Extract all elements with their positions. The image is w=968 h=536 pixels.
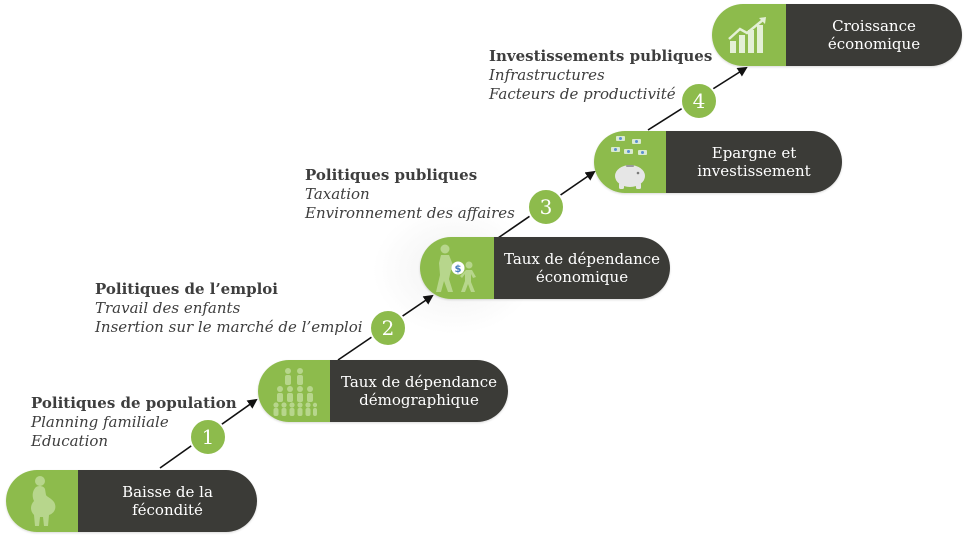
policy-item: Environnement des affaires bbox=[305, 204, 515, 222]
step-number-badge: 2 bbox=[369, 309, 407, 347]
step-fertility-decline: Baisse de la fécondité bbox=[6, 470, 257, 532]
step-label: Croissance économique bbox=[827, 17, 921, 53]
step-demographic-dependency: Taux de dépendance démographique bbox=[258, 360, 508, 422]
policy-public-investment: Investissements publiques Infrastructure… bbox=[489, 47, 712, 104]
step-label-segment: Taux de dépendance économique bbox=[494, 237, 670, 299]
pregnant-woman-icon bbox=[31, 476, 56, 526]
policy-item: Travail des enfants bbox=[95, 299, 241, 317]
policy-population: Politiques de population Planning famili… bbox=[31, 394, 237, 451]
step-icon-segment bbox=[594, 131, 666, 193]
piggy-bank-icon bbox=[611, 136, 647, 189]
policy-item: Insertion sur le marché de l’emploi bbox=[95, 318, 363, 336]
svg-text:$: $ bbox=[455, 264, 462, 275]
step-icon-segment bbox=[712, 4, 786, 66]
step-label-segment: Taux de dépendance démographique bbox=[330, 360, 508, 422]
policy-item: Taxation bbox=[305, 185, 370, 203]
step-number-badge: 1 bbox=[189, 418, 227, 456]
policy-title: Investissements publiques bbox=[489, 47, 713, 65]
step-number-badge: 3 bbox=[527, 188, 565, 226]
step-label: Taux de dépendance économique bbox=[503, 250, 661, 286]
step-label: Taux de dépendance démographique bbox=[340, 373, 498, 409]
step-label-segment: Epargne et investissement bbox=[666, 131, 842, 193]
population-icon bbox=[273, 368, 317, 416]
policy-item: Facteurs de productivité bbox=[489, 85, 676, 103]
step-label: Baisse de la fécondité bbox=[122, 483, 213, 519]
policy-title: Politiques de l’emploi bbox=[95, 280, 278, 298]
growth-chart-icon bbox=[728, 17, 766, 53]
step-icon-segment bbox=[258, 360, 330, 422]
policy-item: Education bbox=[31, 432, 109, 450]
step-icon-segment bbox=[6, 470, 78, 532]
policy-employment: Politiques de l’emploi Travail des enfan… bbox=[95, 280, 363, 337]
step-label-segment: Croissance économique bbox=[786, 4, 962, 66]
policy-title: Politiques de population bbox=[31, 394, 237, 412]
step-number-badge: 4 bbox=[680, 82, 718, 120]
policy-item: Infrastructures bbox=[489, 66, 605, 84]
step-economic-dependency: $ Taux de dépendance économique bbox=[420, 237, 670, 299]
policy-title: Politiques publiques bbox=[305, 166, 478, 184]
policy-public: Politiques publiques Taxation Environnem… bbox=[305, 166, 515, 223]
step-savings-investment: Epargne et investissement bbox=[594, 131, 842, 193]
policy-item: Planning familiale bbox=[31, 413, 169, 431]
step-label-segment: Baisse de la fécondité bbox=[78, 470, 257, 532]
step-economic-growth: Croissance économique bbox=[712, 4, 962, 66]
child-labor-icon: $ bbox=[436, 244, 476, 292]
step-icon-segment: $ bbox=[420, 237, 494, 299]
step-label: Epargne et investissement bbox=[697, 144, 811, 180]
